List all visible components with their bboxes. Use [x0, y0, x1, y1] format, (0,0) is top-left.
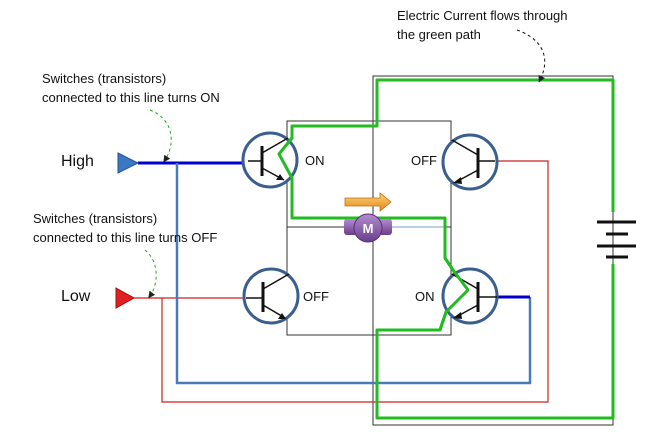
bridge-frame: [286, 75, 614, 426]
transistor-bottom-right: [441, 267, 499, 325]
battery-symbol: [597, 220, 636, 259]
top-left-state: ON: [305, 153, 325, 168]
current-annotation-line2: the green path: [397, 27, 481, 42]
green-current-path: [277, 78, 615, 420]
off-annotation-line1: Switches (transistors): [33, 211, 157, 226]
off-annotation-line2: connected to this line turns OFF: [33, 230, 217, 245]
low-input-marker: [115, 287, 136, 309]
on-annotation-line1: Switches (transistors): [42, 71, 166, 86]
bottom-right-state: ON: [415, 289, 435, 304]
transistor-bottom-left: [242, 267, 300, 325]
motor-direction-arrow: [344, 192, 392, 212]
motor: M: [344, 213, 392, 243]
on-annotation-line2: connected to this line turns ON: [42, 90, 220, 105]
current-annotation-line1: Electric Current flows through: [397, 8, 568, 23]
high-control-wiring: [138, 161, 532, 385]
bottom-left-state: OFF: [303, 289, 329, 304]
transistor-top-right: [441, 133, 499, 191]
green-annotation-arrows: [144, 109, 172, 299]
green-path-overlay-right: [438, 257, 470, 331]
motor-label: M: [363, 221, 374, 236]
low-label: Low: [61, 288, 91, 305]
annotation-arrows: [516, 29, 546, 83]
high-input-marker: [117, 152, 140, 174]
high-label: High: [61, 153, 94, 170]
top-right-state: OFF: [411, 153, 437, 168]
green-path-overlay: [277, 126, 294, 218]
